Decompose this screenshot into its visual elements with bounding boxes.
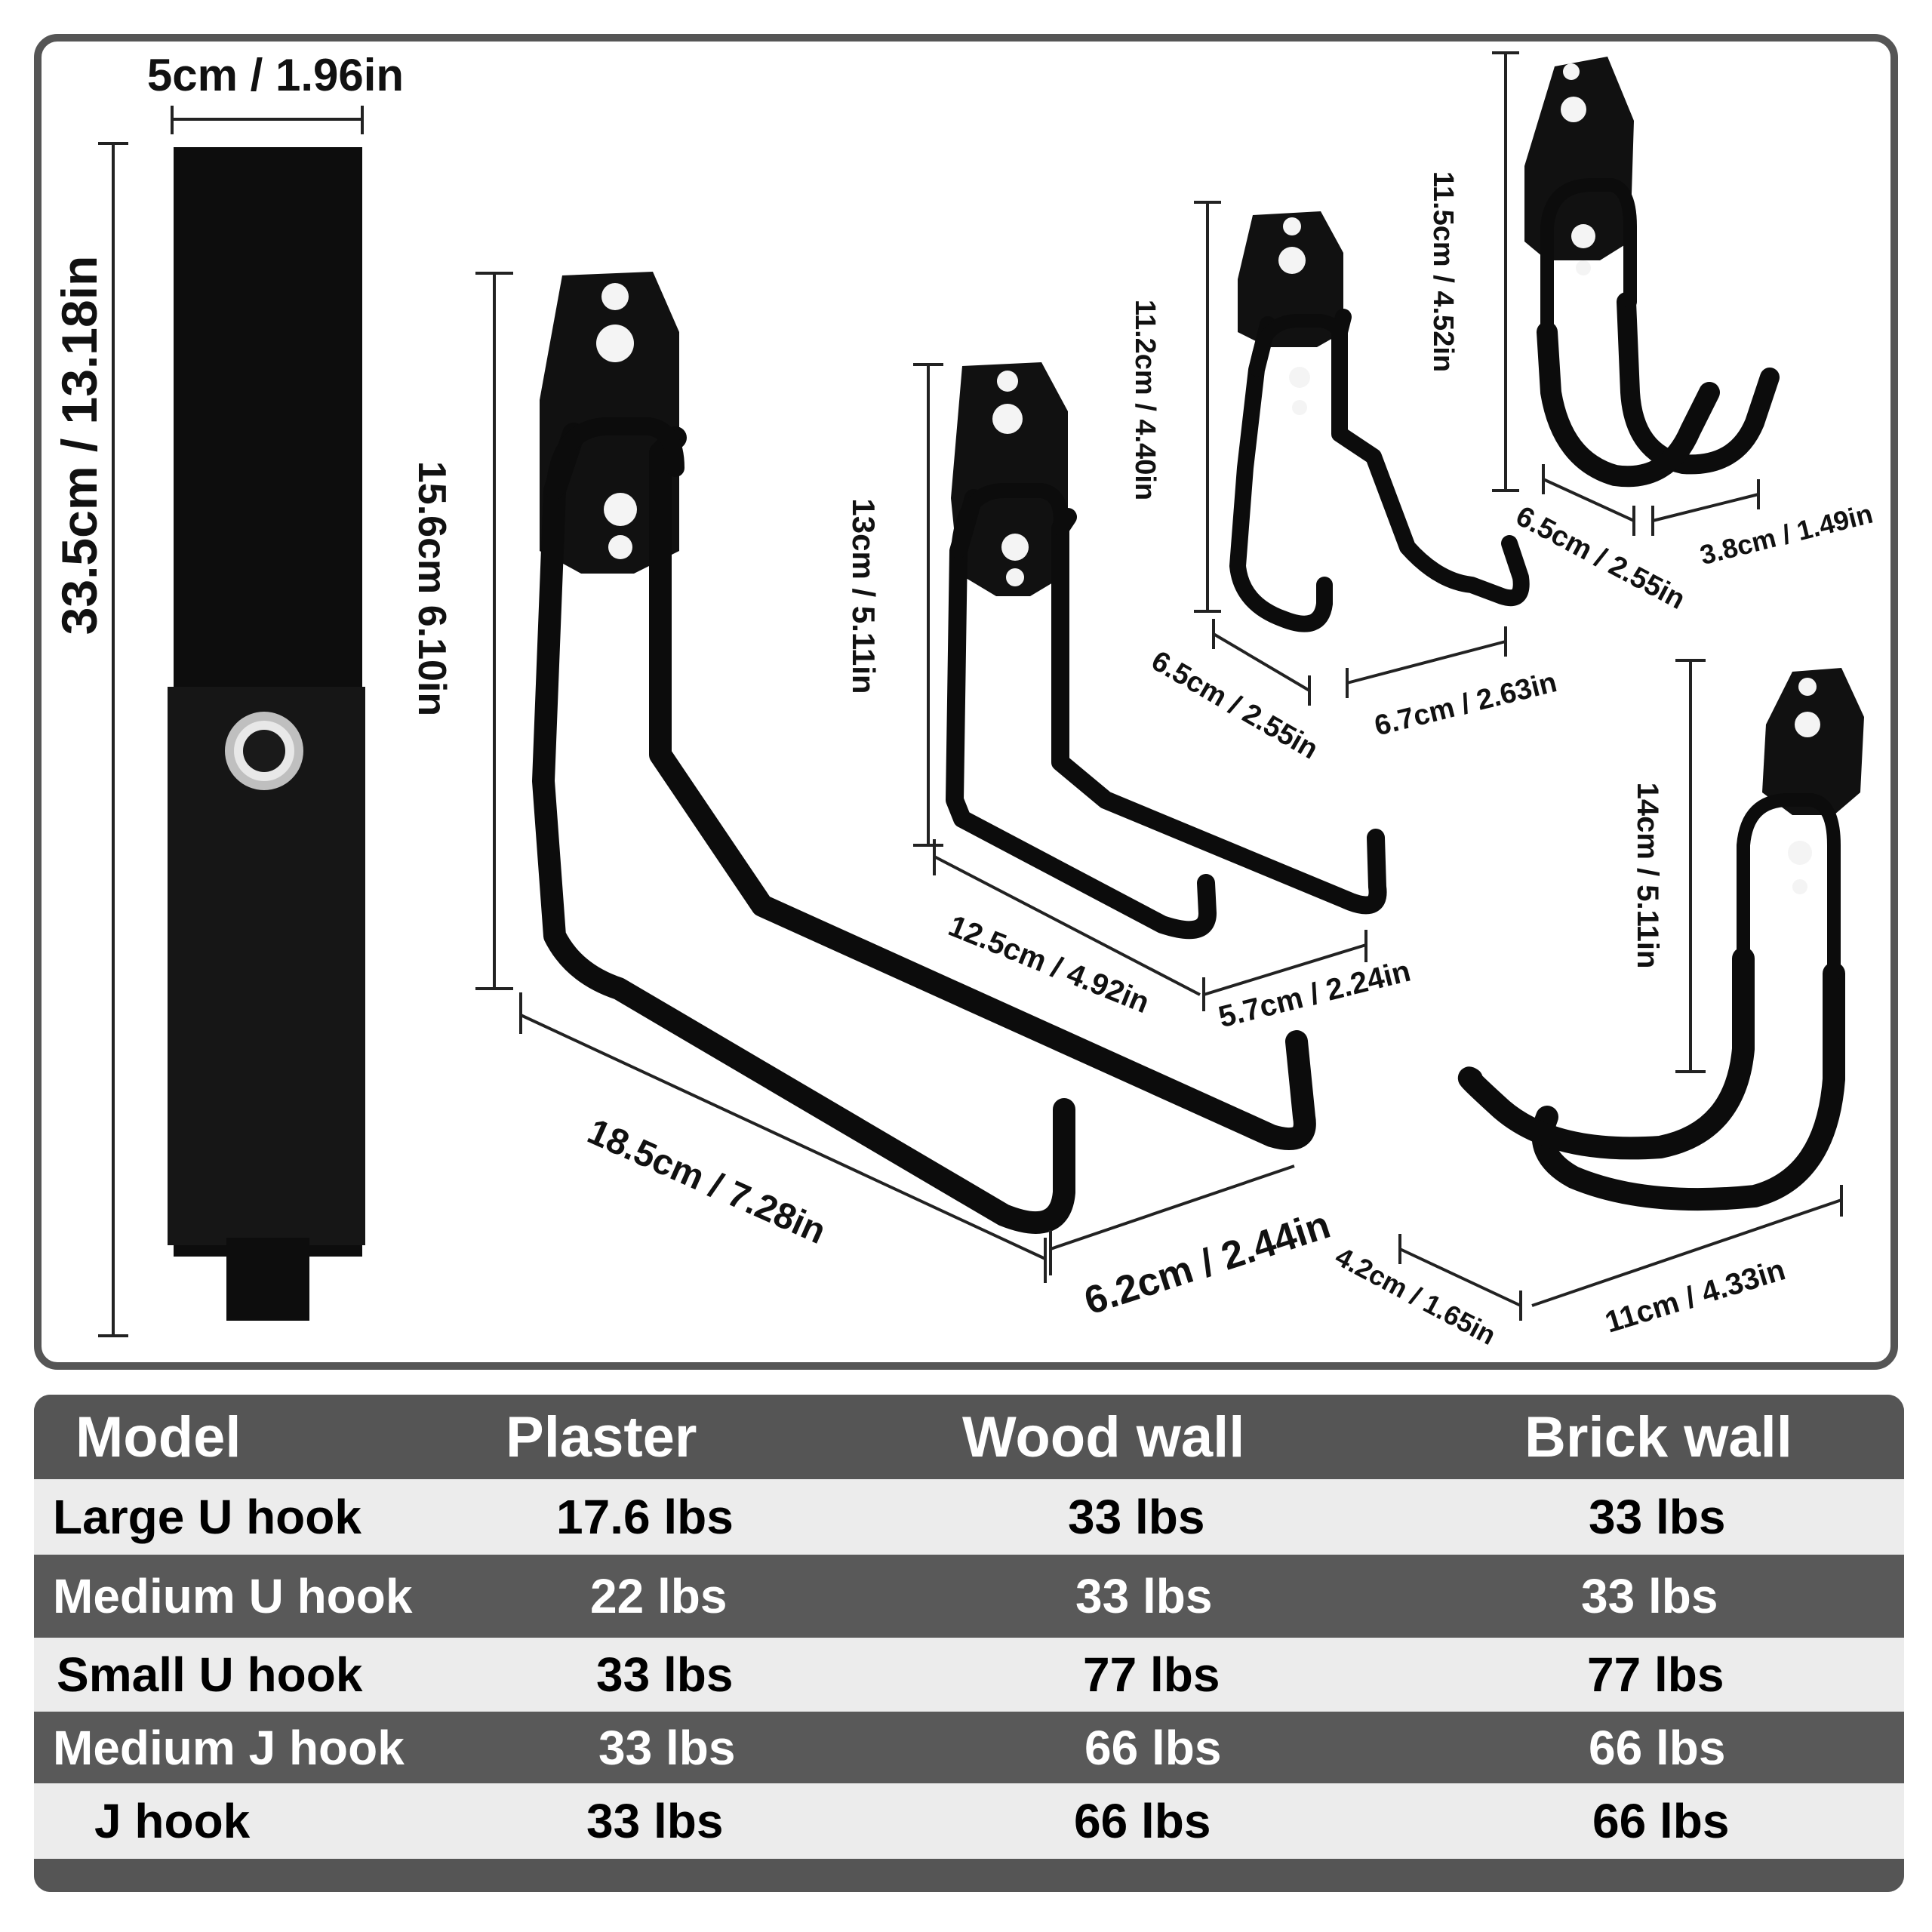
cell-wood: 77 lbs — [1083, 1647, 1220, 1702]
medium-j-hook — [1524, 57, 1780, 488]
table-row: Medium J hook 33 lbs 66 lbs 66 lbs — [34, 1712, 1904, 1783]
small-u-height-label: 11.2cm / 4.40in — [1129, 300, 1161, 500]
cell-plaster: 33 lbs — [596, 1647, 734, 1702]
medium-u-height-label: 13cm / 5.11in — [846, 498, 881, 694]
small-u-depth-line — [1212, 632, 1311, 692]
cell-plaster: 33 lbs — [586, 1794, 724, 1848]
cell-brick: 77 lbs — [1587, 1647, 1724, 1702]
table-footer-bar — [34, 1859, 1904, 1892]
cell-model: J hook — [94, 1794, 251, 1848]
medium-u-hook — [946, 362, 1387, 940]
cell-wood: 33 lbs — [1075, 1569, 1213, 1623]
cell-model: Small U hook — [57, 1647, 363, 1702]
table-header-row: Model Plaster Wood wall Brick wall — [34, 1395, 1904, 1479]
header-wood-wall: Wood wall — [962, 1404, 1245, 1469]
cell-brick: 66 lbs — [1589, 1720, 1726, 1775]
header-plaster: Plaster — [506, 1404, 697, 1469]
table-row: Large U hook 17.6 lbs 33 lbs 33 lbs — [34, 1479, 1904, 1555]
j-hook — [1457, 668, 1864, 1211]
cell-brick: 66 lbs — [1592, 1794, 1730, 1848]
header-model: Model — [75, 1404, 242, 1469]
velcro-strap — [168, 147, 365, 1321]
cell-wood: 33 lbs — [1068, 1490, 1205, 1544]
cell-model: Medium U hook — [53, 1569, 413, 1623]
table-row: J hook 33 lbs 66 lbs 66 lbs — [34, 1783, 1904, 1859]
header-brick-wall: Brick wall — [1524, 1404, 1792, 1469]
cell-model: Large U hook — [53, 1490, 361, 1544]
large-u-lip-line — [1050, 1164, 1295, 1251]
large-u-height-label: 15.6cm 6.10in — [410, 461, 454, 716]
strap-width-label: 5cm / 1.96in — [147, 50, 404, 100]
cell-model: Medium J hook — [53, 1720, 405, 1775]
table-row: Small U hook 33 lbs 77 lbs 77 lbs — [34, 1638, 1904, 1712]
cell-wood: 66 lbs — [1074, 1794, 1211, 1848]
cell-plaster: 33 lbs — [598, 1720, 736, 1775]
medium-j-lip-line — [1652, 493, 1759, 522]
load-capacity-table: Model Plaster Wood wall Brick wall Large… — [34, 1395, 1904, 1892]
cell-plaster: 22 lbs — [590, 1569, 728, 1623]
j-lip-line — [1399, 1247, 1521, 1307]
diagram-frame — [34, 34, 1898, 1370]
grommet-icon — [225, 712, 303, 790]
cell-wood: 66 lbs — [1084, 1720, 1222, 1775]
cell-brick: 33 lbs — [1581, 1569, 1718, 1623]
table-row: Medium U hook 22 lbs 33 lbs 33 lbs — [34, 1555, 1904, 1638]
medium-u-depth-line — [934, 855, 1201, 996]
strap-length-label: 33.5cm / 13.18in — [51, 256, 107, 635]
medium-u-lip-line — [1203, 943, 1367, 996]
cell-plaster: 17.6 lbs — [556, 1490, 734, 1544]
j-depth-line — [1531, 1198, 1842, 1307]
small-u-lip-line — [1346, 640, 1506, 685]
cell-brick: 33 lbs — [1589, 1490, 1726, 1544]
medium-j-depth-line — [1543, 478, 1635, 522]
small-u-hook — [1229, 211, 1530, 632]
large-u-depth-line — [520, 1014, 1046, 1260]
large-u-hook — [532, 272, 1316, 1234]
j-height-label: 14cm / 5.11in — [1631, 783, 1664, 969]
medium-j-height-label: 11.5cm / 4.52in — [1427, 171, 1459, 372]
